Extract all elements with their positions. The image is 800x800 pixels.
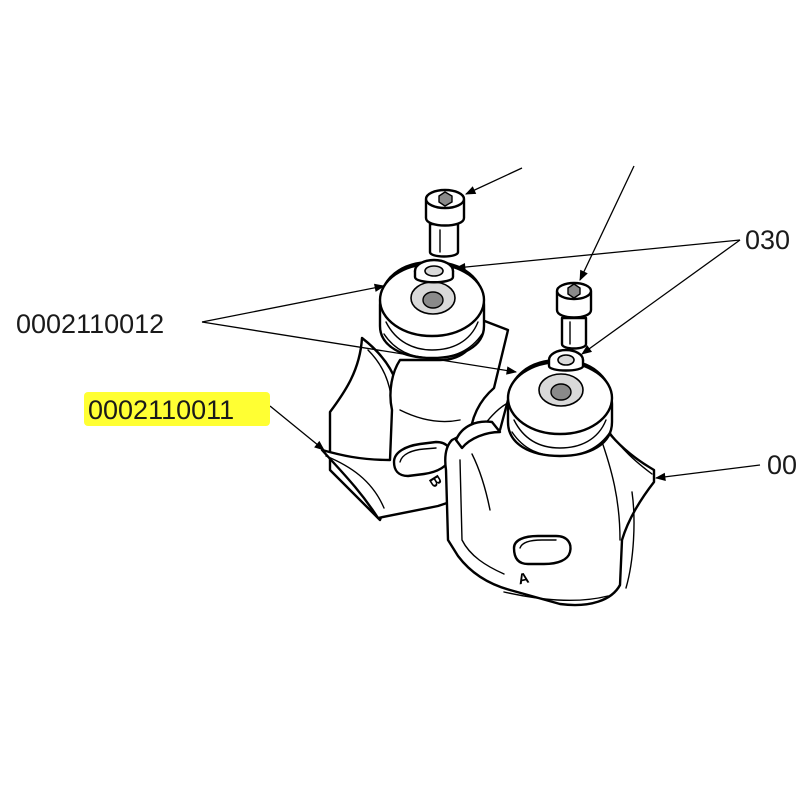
leader-lines <box>201 165 761 481</box>
washer-b <box>413 258 455 284</box>
bolt-a <box>555 281 593 350</box>
callout-highlight <box>84 392 270 426</box>
callout-right-lower: 00 <box>767 450 797 480</box>
bracket-a-marker: A <box>517 570 531 589</box>
callout-left-upper: 0002110012 <box>16 309 164 339</box>
bracket-a <box>444 358 656 607</box>
callout-left-highlighted: 0002110011 <box>88 395 234 425</box>
bolt-b <box>424 188 466 258</box>
washer-a <box>547 348 585 372</box>
callout-top-right: 030 <box>745 225 790 255</box>
